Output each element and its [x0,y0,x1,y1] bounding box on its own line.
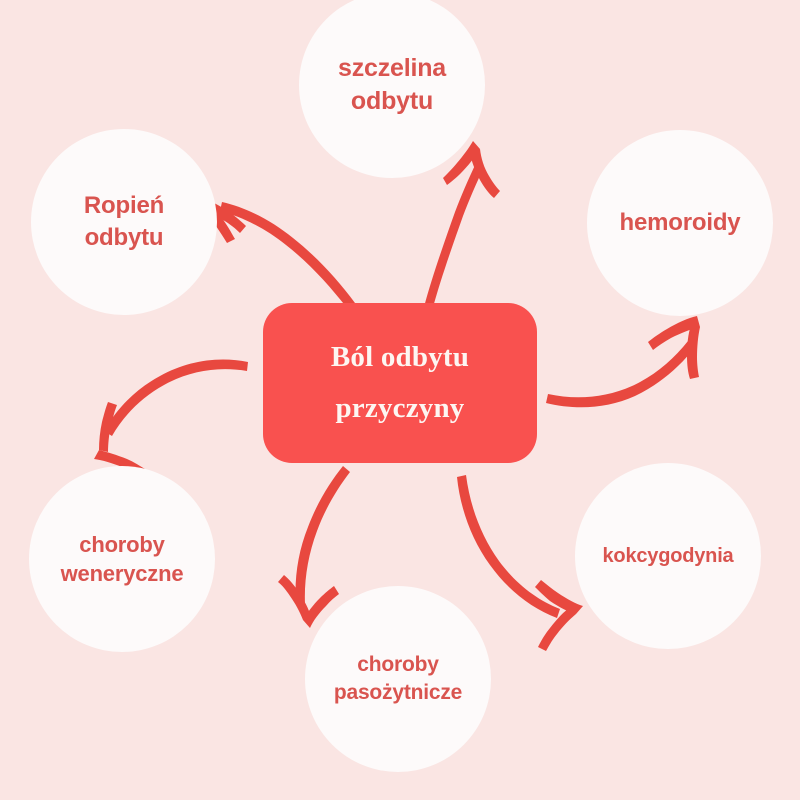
center-node[interactable]: Ból odbytu przyczyny [263,303,537,463]
node-label-ropien-odbytu: Ropień odbytu [83,191,165,251]
arrow-to-ropien-odbytu [196,199,355,308]
node-label-choroby-pasozytnicze: choroby pasożytnicze [333,652,463,704]
arrow-to-hemoroidy [546,316,700,408]
arrow-to-kokcygodynia [457,475,583,651]
node-kokcygodynia[interactable]: kokcygodynia [575,463,761,649]
node-ropien-odbytu[interactable]: Ropień odbytu [31,129,217,315]
node-hemoroidy[interactable]: hemoroidy [587,130,773,316]
center-node-label: Ból odbytu przyczyny [330,341,470,424]
node-label-kokcygodynia: kokcygodynia [602,544,734,567]
node-label-hemoroidy: hemoroidy [619,208,741,236]
arrow-to-choroby-weneryczne [94,359,248,477]
arrow-to-choroby-pasozytnicze [278,466,350,628]
node-szczelina-odbytu[interactable]: szczelina odbytu [299,0,485,178]
node-label-szczelina-odbytu: szczelina odbytu [338,53,446,116]
node-choroby-weneryczne[interactable]: choroby weneryczne [29,466,215,652]
node-label-choroby-weneryczne: choroby weneryczne [60,531,184,586]
node-choroby-pasozytnicze[interactable]: choroby pasożytnicze [305,586,491,772]
